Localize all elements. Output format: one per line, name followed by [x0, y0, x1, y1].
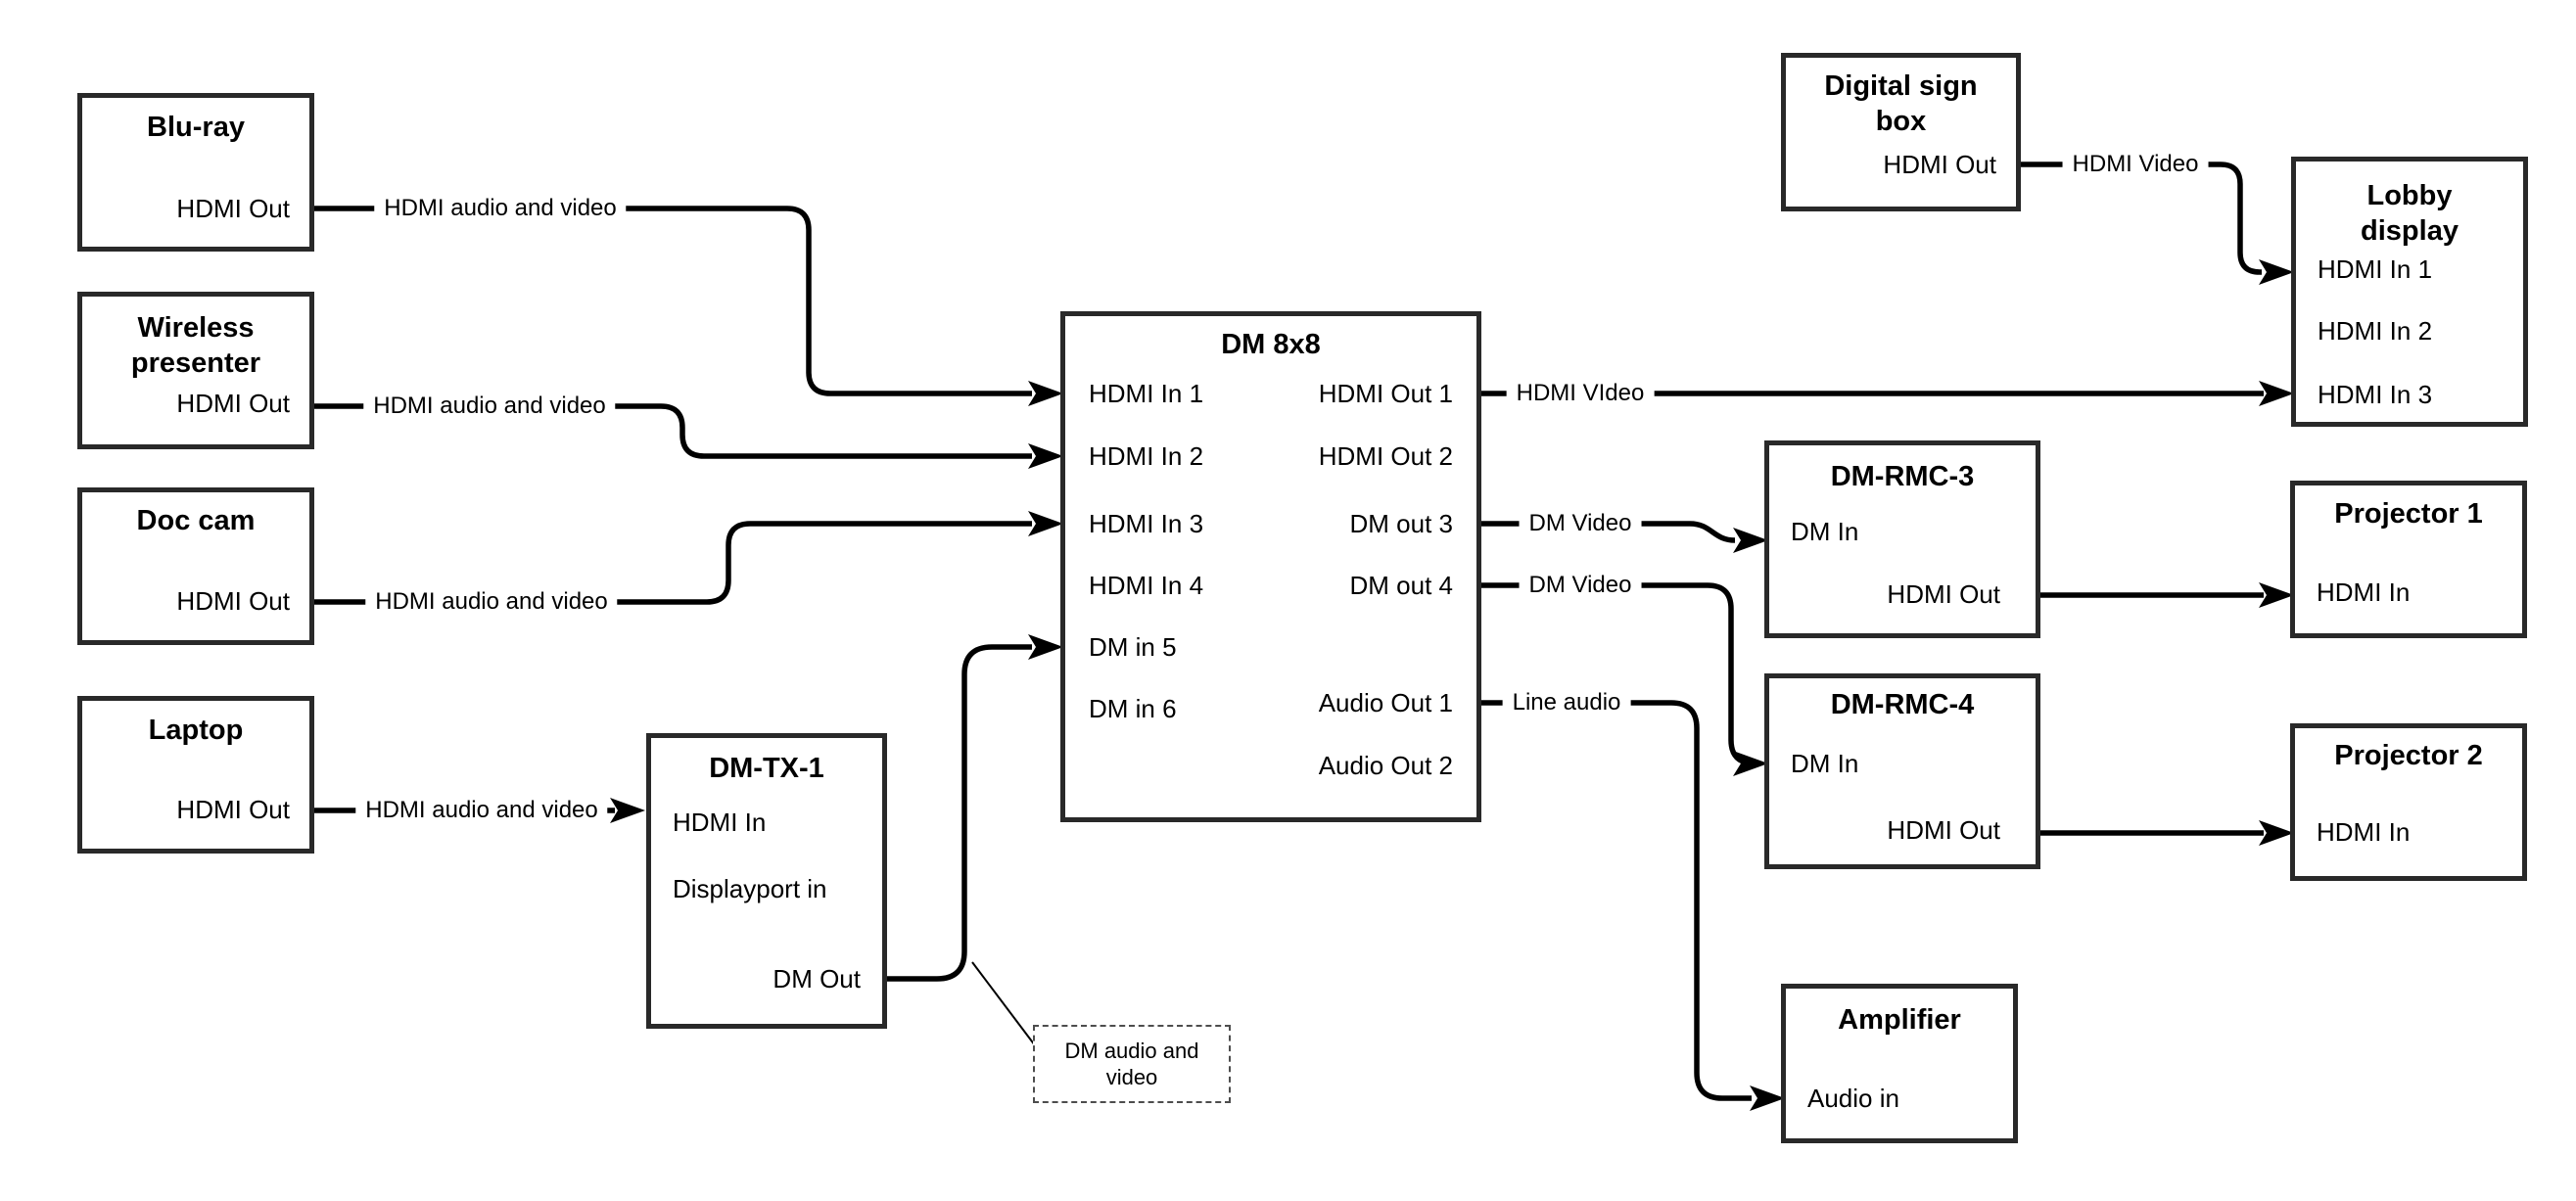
title-line-1: Digital sign: [1824, 70, 1978, 102]
connector-bluray-to-dm8x8-in1: [314, 206, 1032, 396]
node-title: Wireless presenter: [82, 310, 309, 381]
port-hdmi-out: HDMI Out: [176, 586, 290, 616]
node-title: Doc cam: [136, 505, 256, 536]
title-line-2: display: [2361, 215, 2459, 247]
callout-line-1: DM audio and: [1064, 1039, 1199, 1063]
port-dm-out-4: DM out 4: [1349, 571, 1454, 600]
node-title: DM-TX-1: [709, 753, 824, 784]
port-dm-out-3: DM out 3: [1349, 509, 1454, 538]
node-projector-1: Projector 1 HDMI In: [2290, 481, 2527, 638]
connector-wireless-to-dm8x8-in2: [314, 403, 1032, 459]
edge-label-dm-video-3: DM Video: [1519, 509, 1642, 538]
node-title: Lobby display: [2296, 178, 2523, 249]
port-hdmi-out: HDMI Out: [1883, 150, 1996, 179]
port-dm-in-5: DM in 5: [1089, 632, 1177, 662]
port-hdmi-in-3: HDMI In 3: [1089, 509, 1204, 538]
callout-leader-line: [971, 961, 1036, 1046]
port-hdmi-out: HDMI Out: [1887, 815, 2000, 845]
node-dm-rmc-3: DM-RMC-3 DM In HDMI Out: [1764, 440, 2040, 638]
node-dm-tx-1: DM-TX-1 HDMI In Displayport in DM Out: [646, 733, 887, 1029]
arrowhead-lobby-in1: [2259, 259, 2294, 285]
arrowhead-dm8x8-in5: [1028, 634, 1063, 660]
arrowhead-dmtx1-hdmi-in: [610, 798, 645, 823]
port-hdmi-out: HDMI Out: [176, 194, 290, 223]
node-title: DM-RMC-3: [1830, 461, 1975, 492]
edge-label-hdmi-video-out1: HDMI VIdeo: [1506, 379, 1655, 408]
node-projector-2: Projector 2 HDMI In: [2290, 723, 2527, 881]
edge-label-laptop: HDMI audio and video: [355, 796, 608, 825]
node-title: Projector 2: [2334, 740, 2483, 771]
edge-label-doccam: HDMI audio and video: [365, 587, 618, 617]
port-audio-out-2: Audio Out 2: [1318, 751, 1453, 780]
port-dm-in: DM In: [1791, 517, 1859, 546]
node-title: Laptop: [148, 715, 244, 746]
connector-digitalsign-to-lobby-in1: [2021, 162, 2262, 275]
port-hdmi-in-2: HDMI In 2: [1089, 441, 1204, 471]
node-doc-cam: Doc cam HDMI Out: [77, 487, 314, 645]
arrowhead-dmrmc4-dm-in: [1733, 751, 1768, 776]
node-title: Projector 1: [2334, 498, 2483, 530]
port-audio-out-1: Audio Out 1: [1318, 688, 1453, 717]
callout-line-2: video: [1105, 1065, 1158, 1089]
port-audio-in: Audio in: [1807, 1084, 1899, 1113]
node-amplifier: Amplifier Audio in: [1781, 984, 2018, 1143]
edge-label-wireless: HDMI audio and video: [363, 392, 616, 421]
arrowhead-projector1-hdmi-in: [2259, 582, 2294, 608]
edge-label-bluray: HDMI audio and video: [374, 194, 627, 223]
node-laptop: Laptop HDMI Out: [77, 696, 314, 854]
edge-label-hdmi-video-sign: HDMI Video: [2062, 150, 2209, 179]
node-title: Blu-ray: [147, 112, 245, 143]
connector-dmtx1-to-dm8x8-in5: [887, 644, 1032, 982]
port-hdmi-out: HDMI Out: [1887, 579, 2000, 609]
node-wireless-presenter: Wireless presenter HDMI Out: [77, 292, 314, 449]
port-hdmi-in-2: HDMI In 2: [2318, 316, 2433, 346]
port-hdmi-in: HDMI In: [2317, 577, 2411, 607]
port-hdmi-out-1: HDMI Out 1: [1318, 379, 1453, 408]
node-title: Amplifier: [1838, 1004, 1961, 1036]
port-hdmi-out-2: HDMI Out 2: [1318, 441, 1453, 471]
arrowhead-dm8x8-in1: [1028, 381, 1063, 406]
port-hdmi-out: HDMI Out: [176, 389, 290, 418]
node-bluray: Blu-ray HDMI Out: [77, 93, 314, 252]
node-title: Digital sign box: [1786, 69, 2016, 139]
port-dm-out: DM Out: [773, 964, 861, 993]
node-dm-rmc-4: DM-RMC-4 DM In HDMI Out: [1764, 673, 2040, 869]
title-line-1: Wireless: [137, 312, 255, 344]
node-title: DM 8x8: [1221, 329, 1321, 360]
title-line-2: box: [1875, 106, 1927, 137]
arrowhead-dm8x8-in3: [1028, 511, 1063, 536]
port-hdmi-out: HDMI Out: [176, 795, 290, 824]
node-digital-sign-box: Digital sign box HDMI Out: [1781, 53, 2021, 211]
port-hdmi-in-1: HDMI In 1: [2318, 254, 2433, 284]
connector-doccam-to-dm8x8-in3: [314, 521, 1032, 605]
callout-dm-audio-and-video: DM audio and video: [1033, 1025, 1231, 1103]
arrowhead-lobby-in3: [2259, 381, 2294, 406]
connector-dm8x8-out4-to-dmrmc4: [1481, 582, 1756, 766]
node-title: DM-RMC-4: [1830, 689, 1975, 720]
port-hdmi-in: HDMI In: [2317, 817, 2411, 847]
arrowhead-dmrmc3-dm-in: [1733, 528, 1768, 553]
edge-label-dm-video-4: DM Video: [1519, 571, 1642, 600]
port-displayport-in: Displayport in: [673, 874, 827, 903]
port-hdmi-in-1: HDMI In 1: [1089, 379, 1204, 408]
port-hdmi-in-4: HDMI In 4: [1089, 571, 1204, 600]
node-lobby-display: Lobby display HDMI In 1 HDMI In 2 HDMI I…: [2291, 157, 2528, 427]
arrowhead-amplifier-audio-in: [1750, 1086, 1785, 1111]
title-line-1: Lobby: [2366, 180, 2453, 211]
connector-dm8x8-out3-to-dmrmc3: [1481, 521, 1736, 543]
port-dm-in: DM In: [1791, 749, 1859, 778]
arrowhead-dm8x8-in2: [1028, 443, 1063, 469]
port-hdmi-in-3: HDMI In 3: [2318, 380, 2433, 409]
arrowhead-projector2-hdmi-in: [2259, 820, 2294, 846]
edge-label-line-audio: Line audio: [1502, 688, 1631, 717]
connector-dm8x8-aout1-to-amplifier: [1481, 700, 1752, 1101]
title-line-2: presenter: [130, 347, 261, 379]
port-dm-in-6: DM in 6: [1089, 694, 1177, 723]
node-dm-8x8: DM 8x8 HDMI In 1 HDMI In 2 HDMI In 3 HDM…: [1060, 311, 1481, 822]
port-hdmi-in: HDMI In: [673, 808, 767, 837]
